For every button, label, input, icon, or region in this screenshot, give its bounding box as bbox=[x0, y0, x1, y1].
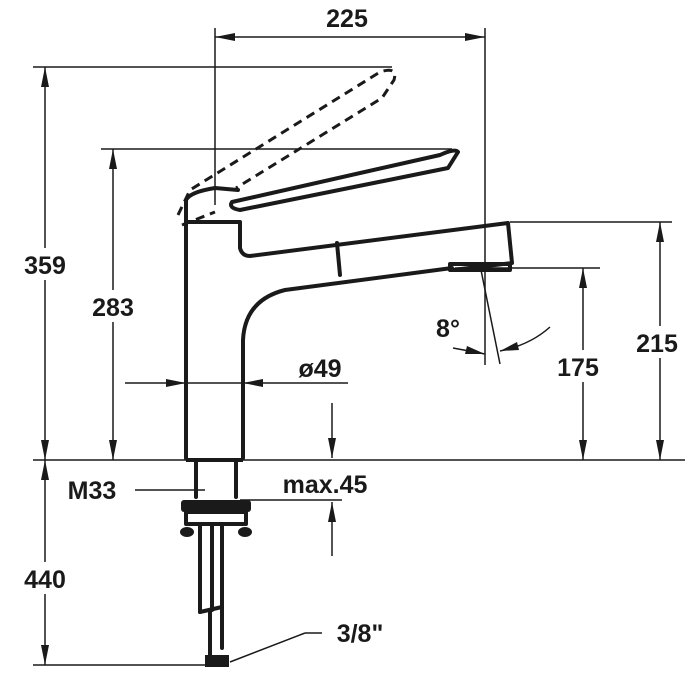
dimension-175: 175 bbox=[550, 268, 610, 460]
dimension-215: 215 bbox=[628, 222, 692, 460]
extension-lines bbox=[33, 28, 685, 666]
label-diameter: ø49 bbox=[298, 355, 341, 383]
dimension-440: 440 bbox=[15, 460, 75, 665]
label-225: 225 bbox=[326, 5, 368, 33]
label-215: 215 bbox=[636, 330, 678, 358]
mounting-set bbox=[180, 460, 252, 667]
dimension-283: 283 bbox=[83, 149, 143, 460]
label-283: 283 bbox=[92, 294, 134, 322]
dimension-angle: 8° bbox=[436, 269, 551, 365]
label-440: 440 bbox=[24, 566, 66, 594]
label-3-8: 3/8" bbox=[337, 620, 384, 648]
label-angle: 8° bbox=[436, 315, 460, 343]
dimension-connection: 3/8" bbox=[229, 620, 384, 663]
dimension-max45: max.45 bbox=[240, 403, 367, 556]
label-175: 175 bbox=[557, 354, 599, 382]
dimension-359: 359 bbox=[15, 67, 75, 460]
label-max45: max.45 bbox=[283, 471, 368, 499]
dimension-225: 225 bbox=[215, 5, 485, 41]
dimension-diameter: ø49 bbox=[125, 355, 348, 387]
faucet-body bbox=[176, 68, 514, 462]
label-m33: M33 bbox=[68, 477, 117, 505]
dimension-thread: M33 bbox=[68, 477, 205, 505]
label-359: 359 bbox=[24, 252, 66, 280]
